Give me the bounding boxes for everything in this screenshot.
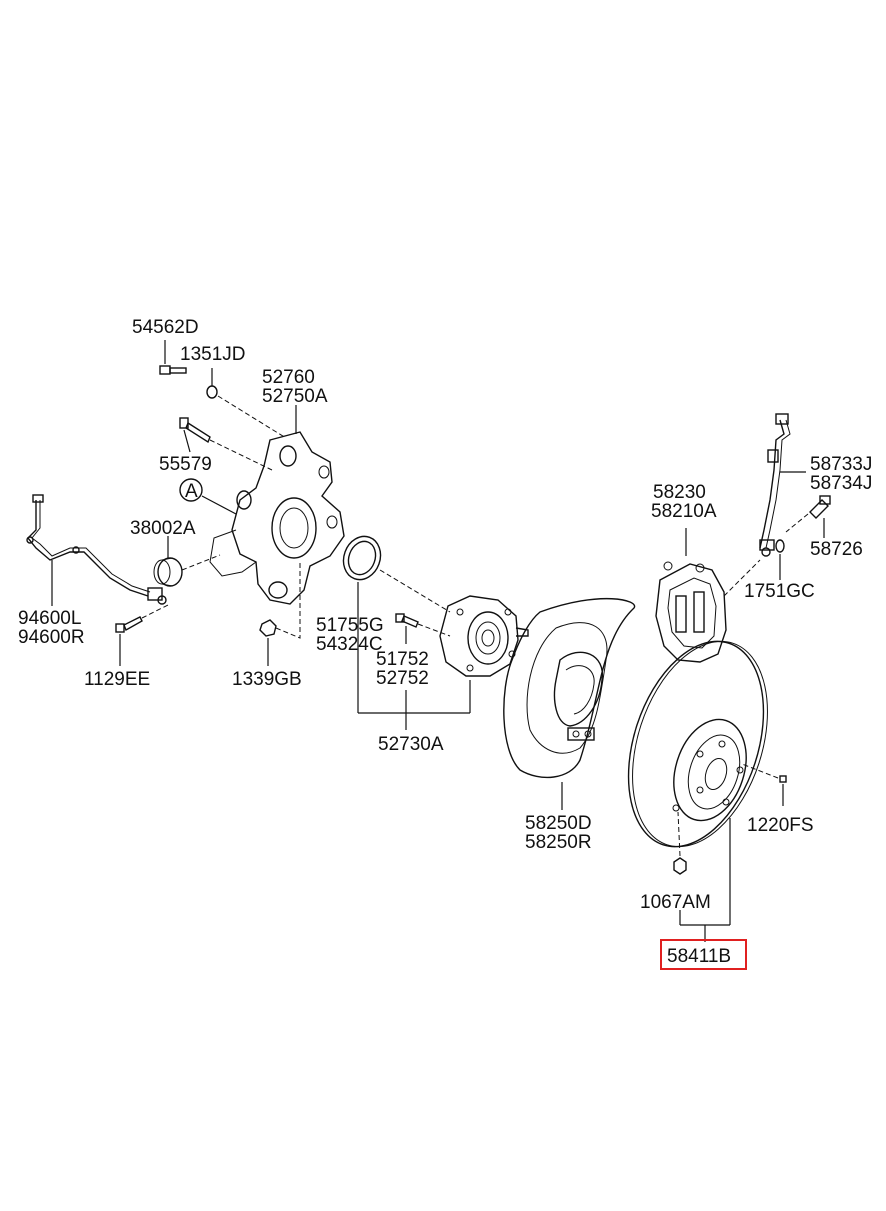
label-58726[interactable]: 58726 <box>810 539 863 560</box>
label-1339GB[interactable]: 1339GB <box>232 669 302 690</box>
label-38002A[interactable]: 38002A <box>130 518 196 539</box>
knuckle-52760[interactable] <box>209 431 345 605</box>
label-58210A[interactable]: 58210A <box>651 501 717 522</box>
callout-A <box>179 478 237 515</box>
dash-1339GB <box>275 560 301 639</box>
bracket-52730A <box>357 582 471 730</box>
highlight-box-58411B <box>660 939 747 970</box>
dash-38002A <box>181 554 221 571</box>
dash-51755G <box>379 569 451 613</box>
label-55579[interactable]: 55579 <box>159 454 212 475</box>
backing-plate-58250D[interactable] <box>503 597 636 779</box>
label-94600R[interactable]: 94600R <box>18 627 85 648</box>
dash-1067AM <box>677 811 681 857</box>
label-51752[interactable]: 51752 <box>376 649 429 670</box>
label-51755G[interactable]: 51755G <box>316 615 384 636</box>
caliper-58230[interactable] <box>655 561 727 663</box>
nut-1339GB[interactable] <box>259 619 277 637</box>
nut-1351JD[interactable] <box>206 385 218 399</box>
label-1351JD[interactable]: 1351JD <box>180 344 246 365</box>
bleed-bolt-58726[interactable] <box>809 495 831 519</box>
brake-rotor-58411B[interactable] <box>604 624 791 864</box>
label-54324C[interactable]: 54324C <box>316 634 383 655</box>
dash-1220FS <box>741 763 779 779</box>
label-52730A[interactable]: 52730A <box>378 734 444 755</box>
nut-1067AM[interactable] <box>673 857 687 875</box>
dash-1351JD <box>217 395 287 439</box>
bolt-1129EE[interactable] <box>115 616 143 633</box>
screw-1220FS[interactable] <box>779 775 787 783</box>
label-94600L[interactable]: 94600L <box>18 608 81 629</box>
label-58250D[interactable]: 58250D <box>525 813 592 834</box>
label-1067AM[interactable]: 1067AM <box>640 892 711 913</box>
label-58733J[interactable]: 58733J <box>810 454 872 475</box>
label-52752[interactable]: 52752 <box>376 668 429 689</box>
brake-hose-58733J[interactable] <box>759 413 791 557</box>
label-52760[interactable]: 52760 <box>262 367 315 388</box>
label-1220FS[interactable]: 1220FS <box>747 815 814 836</box>
callout-letter-A: A <box>185 481 198 502</box>
label-58734J[interactable]: 58734J <box>810 473 872 494</box>
label-1751GC[interactable]: 1751GC <box>744 581 815 602</box>
label-52750A[interactable]: 52750A <box>262 386 328 407</box>
clip-1751GC[interactable] <box>775 539 785 553</box>
dash-1129EE <box>141 603 171 619</box>
bolt-54562D[interactable] <box>159 365 187 375</box>
dash-51752 <box>417 623 451 637</box>
label-58230[interactable]: 58230 <box>653 482 706 503</box>
snap-ring-51755G[interactable] <box>338 531 387 585</box>
dash-55579 <box>209 439 273 471</box>
label-54562D[interactable]: 54562D <box>132 317 199 338</box>
dash-58230 <box>723 559 761 597</box>
label-58250R[interactable]: 58250R <box>525 832 592 853</box>
speed-sensor-94600L[interactable] <box>26 494 167 605</box>
dash-58726 <box>785 513 809 533</box>
label-1129EE[interactable]: 1129EE <box>84 669 150 690</box>
leader-55579 <box>183 429 191 453</box>
bushing-38002A[interactable] <box>153 557 183 587</box>
hub-bolt-51752[interactable] <box>395 613 419 628</box>
label-58411B[interactable]: 58411B <box>667 946 731 967</box>
hub-bearing-52730A[interactable] <box>439 595 529 677</box>
bolt-55579[interactable] <box>179 417 211 444</box>
